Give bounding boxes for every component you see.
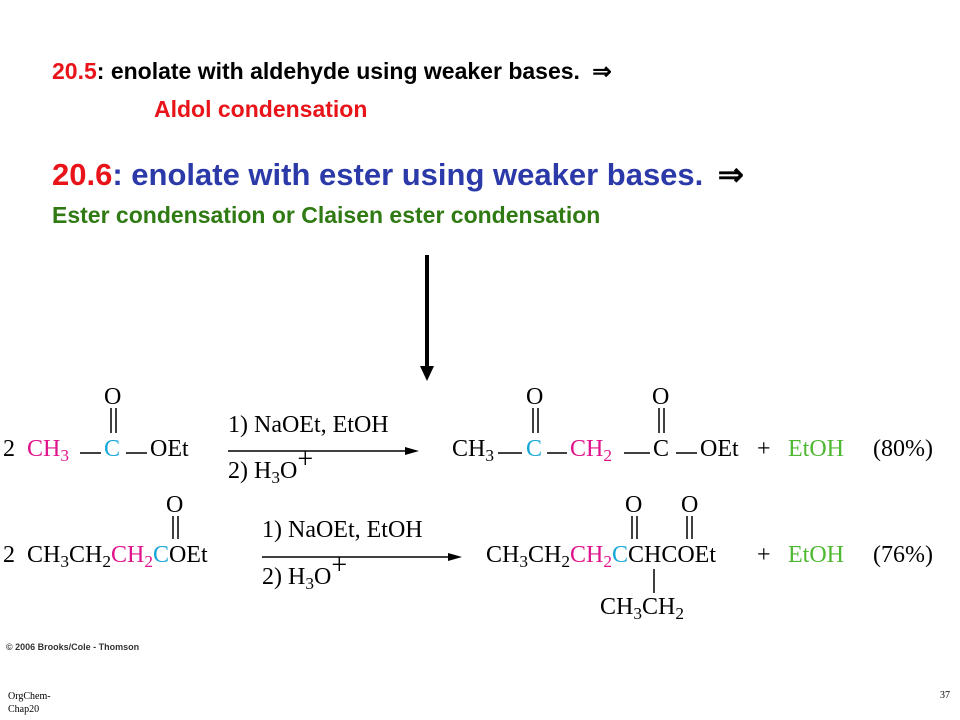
aldol-result: Aldol condensation bbox=[154, 96, 368, 122]
r1-plus: + bbox=[757, 436, 771, 462]
r2-product-new-bond-c: C bbox=[611, 542, 628, 568]
r2-carbonyl-c: C bbox=[152, 542, 169, 568]
r1-product-ch3: CH3 bbox=[452, 436, 494, 465]
r1-reactant-oet: OEt bbox=[150, 436, 189, 462]
r2-plus: + bbox=[757, 542, 771, 568]
footer-course-label: OrgChem- Chap20 bbox=[8, 691, 51, 715]
r2-product-oxygen-2: O bbox=[681, 492, 699, 518]
heading-aldol: 20.5: enolate with aldehyde using weaker… bbox=[52, 58, 612, 85]
r2-condition-2: 2) H3O+ bbox=[262, 550, 348, 593]
r2-reactant-oxygen: O bbox=[166, 492, 184, 518]
r2-product-alpha: CH2 bbox=[569, 542, 612, 571]
claisen-result: Ester condensation or Claisen ester cond… bbox=[52, 202, 601, 228]
r1-yield: (80%) bbox=[873, 436, 933, 462]
copyright-notice: © 2006 Brooks/Cole - Thomson bbox=[6, 642, 140, 652]
r2-product-oxygen-1: O bbox=[625, 492, 643, 518]
heading-claisen: 20.6: enolate with ester using weaker ba… bbox=[52, 157, 744, 193]
r1-product-oxygen-2: O bbox=[652, 384, 670, 410]
page-number: 37 bbox=[940, 690, 950, 701]
r2-product-branch: CH3CH2 bbox=[600, 594, 684, 623]
r2-alpha-carbon: CH2 bbox=[110, 542, 153, 571]
r2-product: CH3CH2CH2CCHCOEt bbox=[486, 542, 716, 571]
section-text: : enolate with aldehyde using weaker bas… bbox=[96, 58, 580, 84]
r1-coefficient: 2 bbox=[3, 436, 15, 462]
r1-reactant-carbonyl-c: C bbox=[104, 436, 121, 462]
implies-arrow-icon: ⇒ bbox=[592, 58, 612, 84]
r2-reactant: CH3CH2CH2COEt bbox=[27, 542, 208, 571]
r1-ethanol: EtOH bbox=[788, 436, 844, 462]
implies-arrow-icon: ⇒ bbox=[717, 157, 744, 192]
r1-product-oet: OEt bbox=[700, 436, 739, 462]
section-number: 20.6 bbox=[52, 157, 113, 192]
r2-coefficient: 2 bbox=[3, 542, 15, 568]
r1-reactant-oxygen: O bbox=[104, 384, 122, 410]
section-text: : enolate with ester using weaker bases. bbox=[112, 157, 704, 192]
r1-condition-2: 2) H3O+ bbox=[228, 444, 314, 487]
r1-product-c1: C bbox=[526, 436, 543, 462]
r2-ethanol: EtOH bbox=[788, 542, 844, 568]
section-number: 20.5 bbox=[52, 58, 97, 84]
down-arrow-icon bbox=[420, 255, 434, 381]
r1-product-c2: C bbox=[653, 436, 670, 462]
r2-yield: (76%) bbox=[873, 542, 933, 568]
r1-product-ch2: CH2 bbox=[570, 436, 612, 465]
r2-condition-1: 1) NaOEt, EtOH bbox=[262, 517, 423, 543]
r1-reactant-ch3: CH3 bbox=[27, 436, 69, 465]
r1-product-oxygen-1: O bbox=[526, 384, 544, 410]
r1-condition-1: 1) NaOEt, EtOH bbox=[228, 412, 389, 438]
